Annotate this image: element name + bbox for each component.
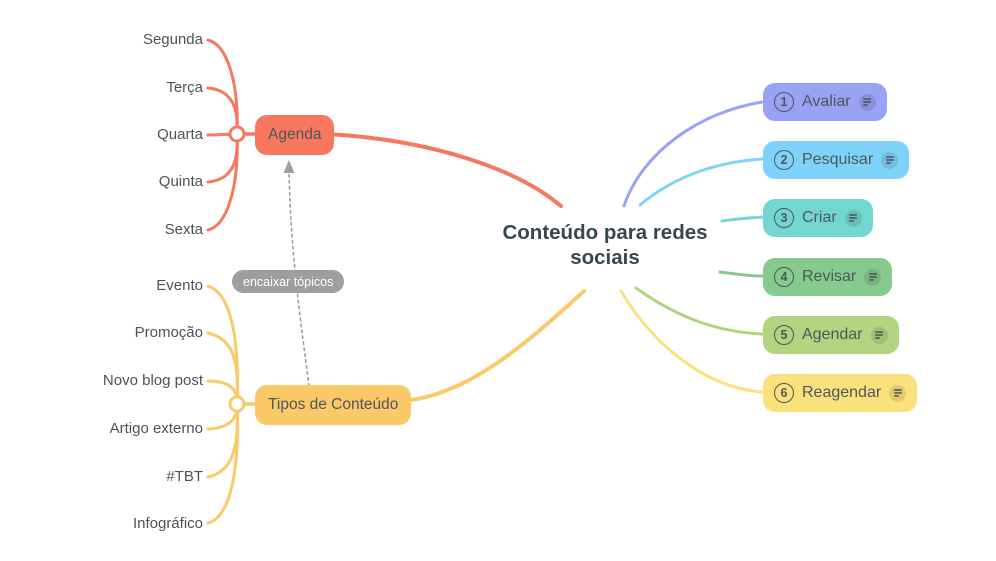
step-number-badge: 1 — [774, 92, 794, 112]
step-number-badge: 4 — [774, 267, 794, 287]
topic-infografico[interactable]: Infográfico — [132, 515, 203, 532]
branch-root-agenda — [326, 132, 563, 208]
topic-terca[interactable]: Terça — [166, 79, 203, 96]
topic-quinta[interactable]: Quinta — [158, 173, 203, 190]
step-label: Revisar — [802, 268, 857, 285]
branch-agenda-sexta — [206, 132, 239, 232]
topic-novo-blog-post[interactable]: Novo blog post — [102, 372, 203, 389]
branch-agenda-segunda — [206, 38, 239, 136]
node-step-revisar[interactable]: 4 Revisar — [763, 258, 893, 296]
node-step-criar[interactable]: 3 Criar — [763, 199, 873, 237]
branch-tipos-infografico — [206, 402, 239, 525]
node-tipos-label: Tipos de Conteúdo — [268, 396, 399, 413]
notes-icon[interactable] — [881, 151, 899, 169]
step-label: Pesquisar — [802, 151, 874, 168]
node-step-pesquisar[interactable]: 2 Pesquisar — [763, 141, 910, 179]
notes-icon[interactable] — [870, 326, 888, 344]
notes-icon[interactable] — [889, 384, 907, 402]
branch-root-avaliar — [622, 100, 764, 208]
step-label: Avaliar — [802, 93, 851, 110]
topic-sexta[interactable]: Sexta — [164, 221, 203, 238]
notes-icon[interactable] — [858, 93, 876, 111]
root-title-line2: sociais — [570, 246, 640, 269]
topic-quarta[interactable]: Quarta — [157, 126, 203, 143]
relationship-arrowhead — [283, 160, 295, 173]
branch-tipos-evento — [206, 284, 239, 406]
node-step-reagendar[interactable]: 6 Reagendar — [763, 374, 918, 412]
node-agenda-label: Agenda — [268, 126, 322, 143]
branch-tipos-tbt — [206, 402, 240, 479]
topic-segunda[interactable]: Segunda — [142, 31, 203, 48]
branch-tipos-promocao — [206, 331, 240, 406]
branch-root-criar — [720, 215, 764, 223]
node-step-agendar[interactable]: 5 Agendar — [763, 316, 899, 354]
node-agenda[interactable]: Agenda — [255, 115, 335, 155]
step-number-badge: 6 — [774, 383, 794, 403]
node-step-avaliar[interactable]: 1 Avaliar — [763, 83, 887, 121]
notes-icon[interactable] — [864, 268, 882, 286]
branch-root-agendar — [634, 286, 764, 336]
step-label: Criar — [802, 209, 837, 226]
branch-root-reagendar — [619, 289, 764, 394]
step-label: Agendar — [802, 326, 863, 343]
floating-note-encaixar-topicos[interactable]: encaixar tópicos — [232, 270, 345, 293]
node-tipos-de-conteudo[interactable]: Tipos de Conteúdo — [255, 385, 412, 425]
floating-note-label: encaixar tópicos — [243, 274, 334, 289]
topic-tbt[interactable]: #TBT — [166, 468, 203, 485]
branch-root-tipos — [400, 289, 586, 403]
step-number-badge: 2 — [774, 150, 794, 170]
step-number-badge: 5 — [774, 325, 794, 345]
topic-promocao[interactable]: Promoção — [134, 324, 203, 341]
branch-root-revisar — [718, 270, 764, 278]
topic-evento[interactable]: Evento — [156, 277, 203, 294]
step-number-badge: 3 — [774, 208, 794, 228]
root-title-line1: Conteúdo para redes — [502, 221, 708, 244]
branch-root-pesquisar — [638, 157, 764, 207]
step-label: Reagendar — [802, 384, 882, 401]
collapse-toggle-tipos[interactable] — [228, 395, 246, 413]
root-topic[interactable]: Conteúdo para redes sociais — [502, 220, 707, 270]
collapse-toggle-agenda[interactable] — [228, 125, 246, 143]
notes-icon[interactable] — [844, 209, 862, 227]
topic-artigo-externo[interactable]: Artigo externo — [109, 420, 203, 437]
